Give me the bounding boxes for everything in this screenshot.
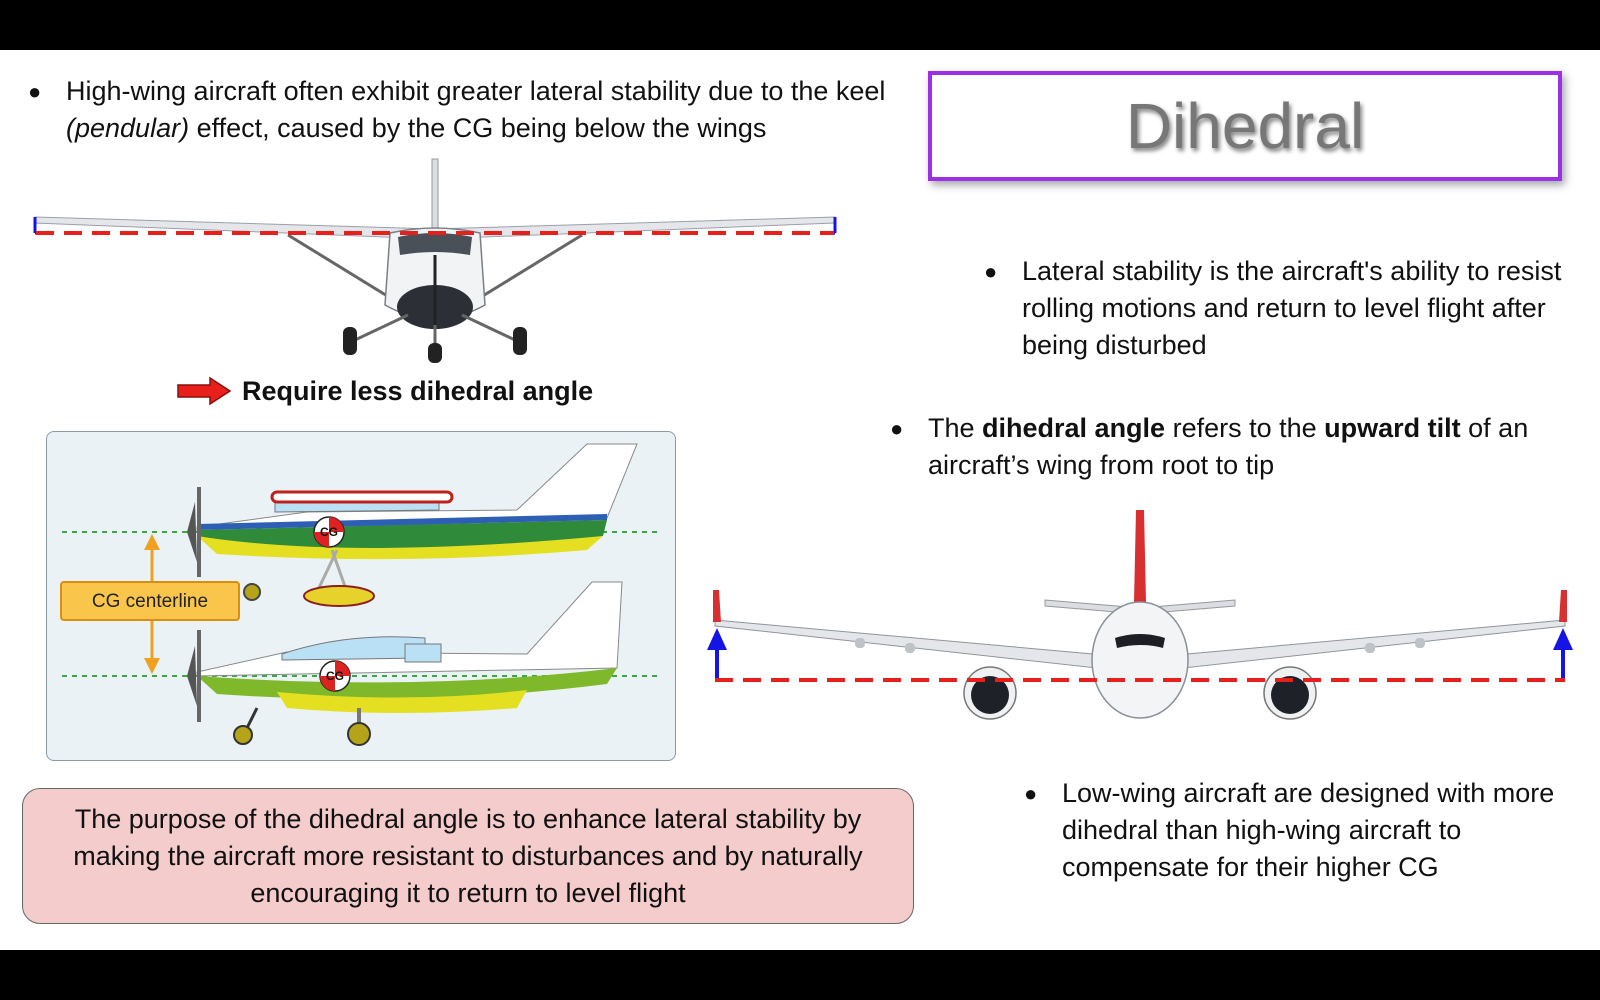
red-right-arrow-icon bbox=[177, 376, 232, 406]
low-wing-airliner-illustration bbox=[707, 510, 1573, 720]
cg-marker-bottom: CG bbox=[326, 669, 344, 683]
dihedral-text-mid: refers to the bbox=[1165, 413, 1325, 443]
high-wing-aircraft-illustration bbox=[33, 158, 837, 363]
dihedral-text-pre: The bbox=[928, 413, 983, 443]
dihedral-text-bold1: dihedral angle bbox=[982, 413, 1166, 443]
bullet-dot: ● bbox=[1024, 781, 1038, 806]
slide: ● High-wing aircraft often exhibit great… bbox=[0, 50, 1600, 950]
cg-centerline-label: CG centerline bbox=[92, 591, 208, 612]
require-less-dihedral-row: Require less dihedral angle bbox=[176, 372, 593, 410]
dihedral-text-bold2: upward tilt bbox=[1324, 413, 1461, 443]
high-wing-text-pre: High-wing aircraft often exhibit greater… bbox=[66, 76, 886, 106]
dihedral-text-post: of an aircraft’s wing from root to tip bbox=[928, 413, 1529, 480]
require-less-dihedral-label: Require less dihedral angle bbox=[242, 375, 594, 406]
cg-centerline-label-box bbox=[60, 581, 240, 621]
lateral-stability-bullet: ● Lateral stability is the aircraft's ab… bbox=[984, 253, 1587, 364]
high-wing-text-post: effect, caused by the CG being below the… bbox=[189, 113, 767, 143]
high-wing-side-view: CG bbox=[187, 443, 638, 607]
cg-marker-top: CG bbox=[320, 525, 338, 539]
low-wing-bullet: ● Low-wing aircraft are designed with mo… bbox=[1024, 775, 1592, 886]
high-wing-bullet: ● High-wing aircraft often exhibit great… bbox=[28, 73, 906, 147]
high-wing-text-italic: (pendular) bbox=[66, 113, 190, 143]
cg-centerline-diagram: CG CG bbox=[46, 431, 676, 761]
dihedral-angle-bullet: ● The dihedral angle refers to the upwar… bbox=[890, 410, 1593, 484]
summary-text: The purpose of the dihedral angle is to … bbox=[73, 803, 863, 908]
slide-title: Dihedral bbox=[1125, 90, 1365, 162]
bullet-dot: ● bbox=[890, 416, 904, 441]
lateral-stability-text: Lateral stability is the aircraft's abil… bbox=[1022, 256, 1562, 360]
bullet-dot: ● bbox=[28, 79, 42, 104]
low-wing-text: Low-wing aircraft are designed with more… bbox=[1062, 778, 1555, 882]
blue-up-arrow-icon bbox=[707, 628, 727, 678]
bullet-dot: ● bbox=[984, 259, 998, 284]
blue-up-arrow-icon bbox=[1553, 628, 1573, 678]
cg-diagram-svg: CG CG bbox=[60, 443, 657, 746]
summary-box: The purpose of the dihedral angle is to … bbox=[22, 788, 914, 924]
title-box: Dihedral bbox=[928, 71, 1562, 181]
low-wing-side-view: CG bbox=[187, 581, 623, 746]
